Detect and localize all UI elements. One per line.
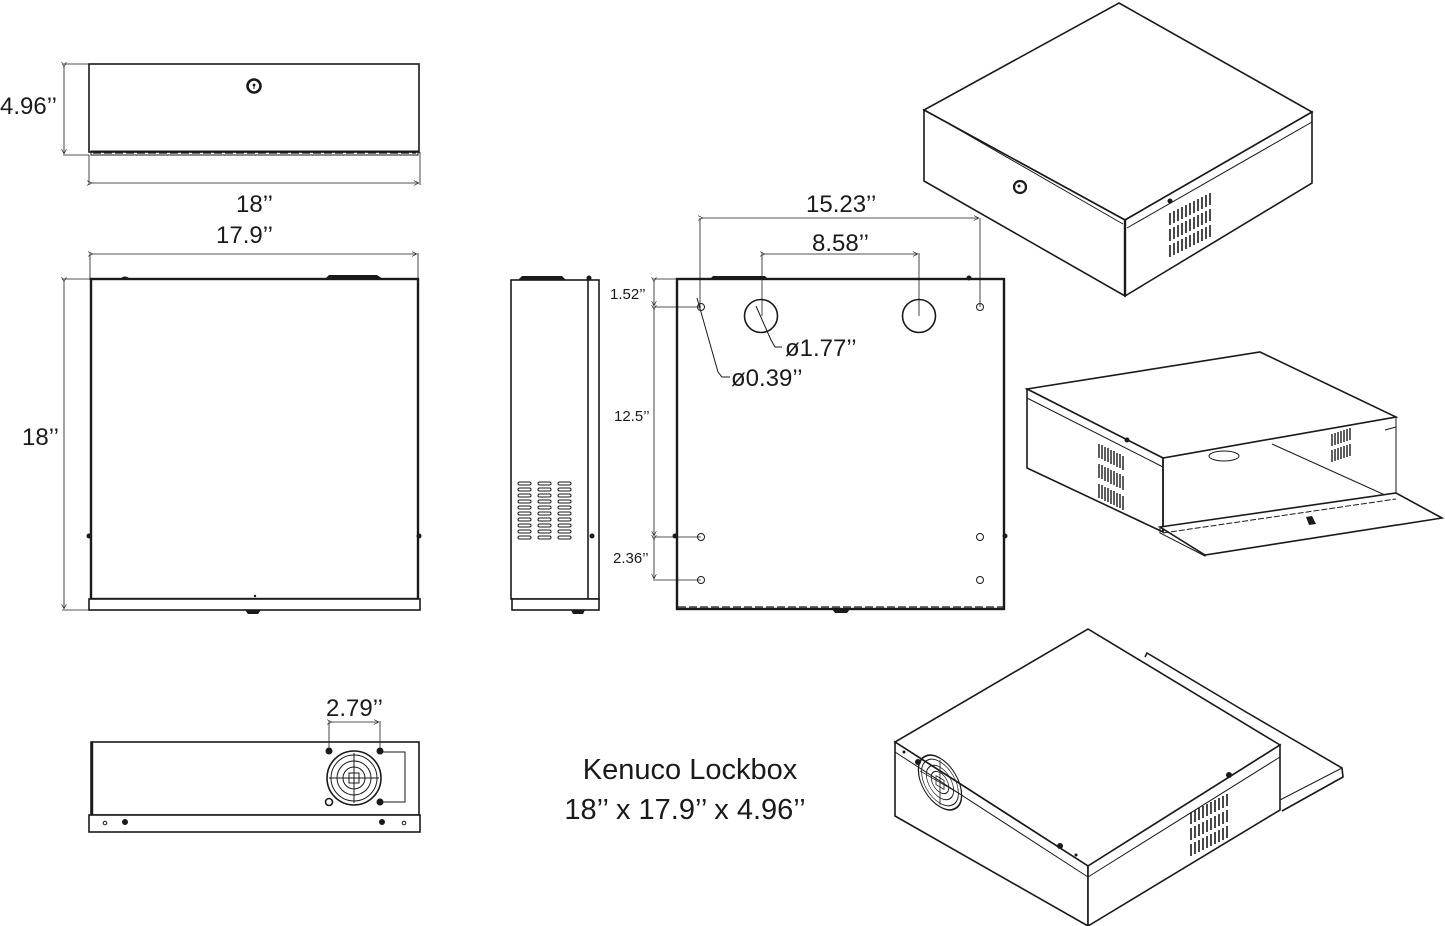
hole-spacing-outer-label: 15.23’’ <box>806 191 877 218</box>
top-width-label: 17.9’’ <box>216 222 273 249</box>
overall-dimensions: 18’’ x 17.9’’ x 4.96’’ <box>564 794 806 826</box>
closed-front-isometric <box>922 2 1314 298</box>
open-door-isometric <box>1024 351 1445 557</box>
hole-spacing-inner-label: 8.58’’ <box>812 230 869 257</box>
large-hole-diameter-label: ø1.77’’ <box>785 335 857 362</box>
top-offset-label: 1.52’’ <box>610 286 646 303</box>
back-view <box>653 218 1008 613</box>
side-view <box>510 275 600 614</box>
vent-slots-icon <box>517 481 572 540</box>
cooling-fan-icon <box>326 750 382 806</box>
fan-mount-spacing-label: 2.79’’ <box>326 695 383 722</box>
product-name: Kenuco Lockbox <box>582 754 798 786</box>
small-hole-diameter-label: ø0.39’’ <box>731 365 803 392</box>
keyhole-lock-icon <box>246 78 262 94</box>
vent-slots-icon <box>1190 794 1228 856</box>
top-depth-label: 18’’ <box>22 424 59 451</box>
front-height-label: 4.96’’ <box>0 93 57 120</box>
front-view <box>63 64 421 185</box>
vent-slots-icon <box>1169 193 1211 257</box>
top-view <box>62 253 422 614</box>
bottom-spacing-label: 2.36’’ <box>613 550 649 567</box>
vertical-spacing-label: 12.5’’ <box>614 408 650 425</box>
rear-fan-isometric <box>893 628 1344 926</box>
vent-slots-icon <box>1098 428 1351 510</box>
rear-fan-view <box>88 721 421 833</box>
front-width-label: 18’’ <box>236 191 273 218</box>
